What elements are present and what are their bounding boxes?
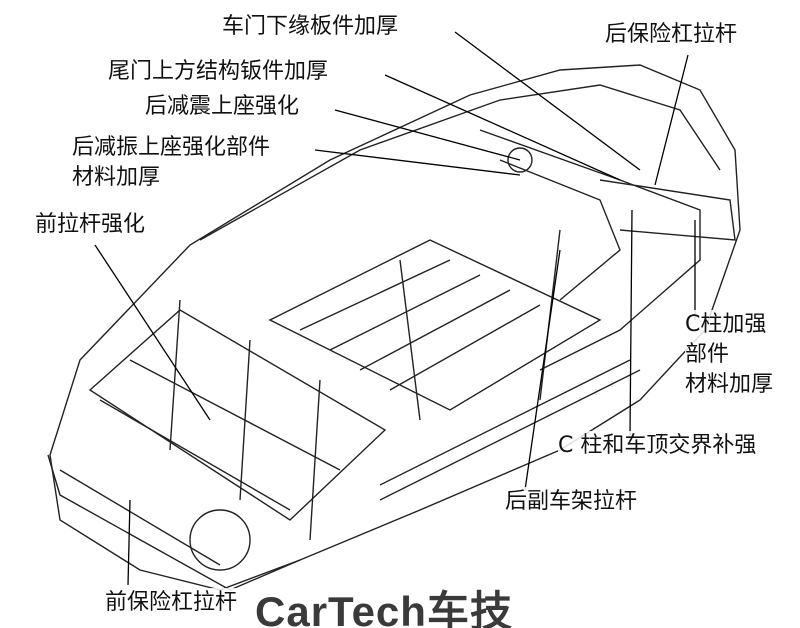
- rear-bumper: [599, 179, 736, 241]
- label-c-pillar-2: 部件: [685, 340, 730, 370]
- label-c-pillar-3: 材料加厚: [685, 370, 774, 400]
- label-rear-shock-parts-2: 材料加厚: [72, 163, 161, 193]
- watermark-logo: CarTech车技: [255, 588, 513, 628]
- label-door-sill: 车门下缘板件加厚: [222, 12, 399, 42]
- label-c-pillar-1: C柱加强: [685, 310, 767, 340]
- label-rear-shock-mount: 后减震上座强化: [145, 92, 300, 122]
- rear-frame: [479, 129, 701, 371]
- label-rear-shock-parts: 后减振上座强化部件: [72, 133, 271, 163]
- label-c-pillar-roof: C 柱和车顶交界补强: [558, 431, 757, 461]
- floor-pan: [268, 239, 602, 411]
- front-bumper: [47, 454, 301, 591]
- front-crossmember: [88, 309, 387, 521]
- label-rear-bumper-rod: 后保险杠拉杆: [605, 20, 738, 50]
- left-sill: [379, 369, 641, 501]
- label-rear-subframe-rod: 后副车架拉杆: [505, 487, 638, 517]
- label-front-bumper-rod: 前保险杠拉杆: [105, 588, 238, 618]
- roof-line: [199, 84, 721, 241]
- leader-lines: [94, 31, 696, 586]
- label-front-tie-rod: 前拉杆强化: [35, 210, 146, 240]
- label-tailgate: 尾门上方结构钣件加厚: [108, 57, 329, 87]
